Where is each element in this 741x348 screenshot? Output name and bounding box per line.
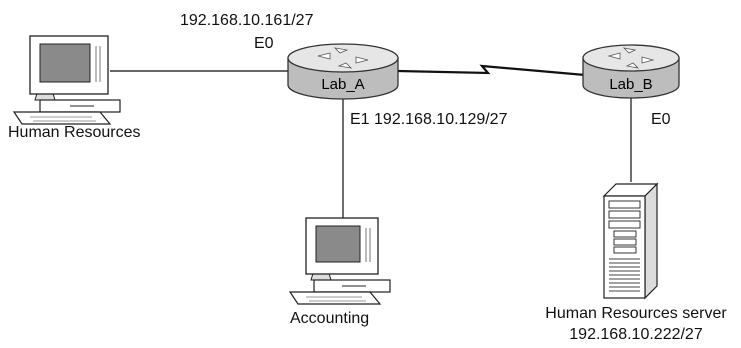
router-icon bbox=[582, 44, 680, 99]
host-hr-server[interactable]: Human Resources server 192.168.10.222/27 bbox=[545, 182, 727, 343]
router-lab-a[interactable]: Lab_A bbox=[287, 43, 399, 100]
host-accounting-label: Accounting bbox=[290, 310, 369, 327]
router-lab-a-label: Lab_A bbox=[321, 76, 364, 93]
tower-server-icon bbox=[602, 182, 659, 300]
router-lab-b-label: Lab_B bbox=[609, 76, 652, 93]
router-lab-b[interactable]: Lab_B bbox=[582, 44, 680, 99]
lab-a-e1-label: E1 192.168.10.129/27 bbox=[350, 111, 508, 128]
desktop-computer-icon bbox=[288, 217, 391, 305]
lab-a-e0-name: E0 bbox=[254, 35, 274, 52]
router-icon bbox=[287, 43, 399, 100]
lab-b-e0-name: E0 bbox=[651, 111, 671, 128]
serial-link-lab-a-lab-b bbox=[397, 64, 586, 77]
host-accounting[interactable]: Accounting bbox=[288, 217, 391, 327]
host-hr-workstation[interactable]: Human Resources bbox=[8, 35, 141, 141]
host-hr-workstation-label: Human Resources bbox=[8, 124, 141, 141]
host-hr-server-address: 192.168.10.222/27 bbox=[569, 326, 703, 343]
host-hr-server-label: Human Resources server bbox=[545, 305, 727, 322]
desktop-computer-icon bbox=[12, 35, 121, 125]
links bbox=[110, 70, 632, 218]
lab-a-e0-address: 192.168.10.161/27 bbox=[180, 12, 314, 29]
